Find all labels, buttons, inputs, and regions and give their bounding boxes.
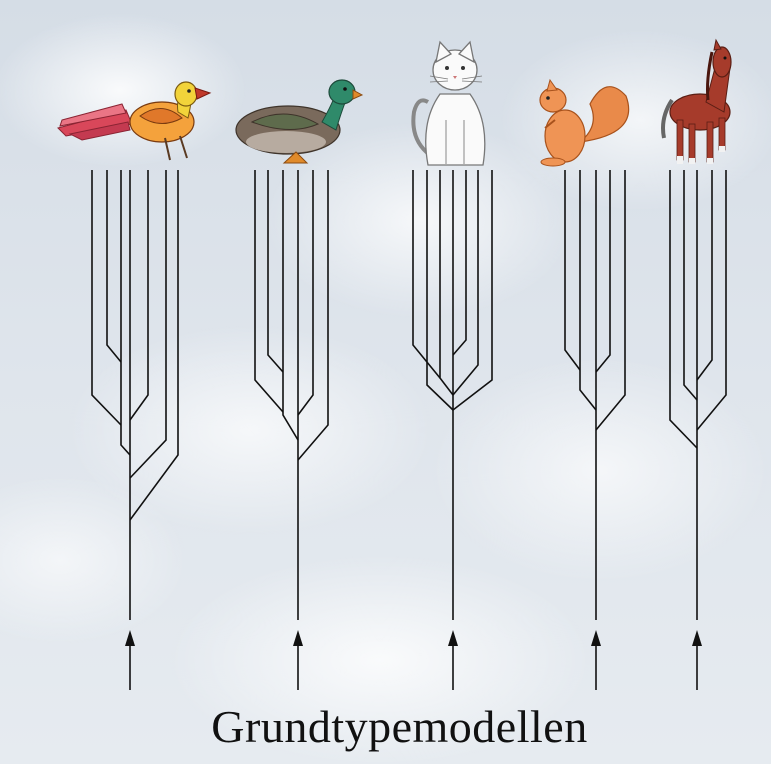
up-arrow [591,630,601,690]
up-arrow [692,630,702,690]
branch-line [298,170,313,415]
branch-line [283,170,298,440]
arrow-head [692,630,702,646]
branch-line [121,170,130,455]
lineage-tree-3 [413,170,492,620]
lineage-tree-2 [255,170,328,620]
branch-line [130,170,178,520]
branch-line [453,170,466,355]
bird-icon [58,82,210,160]
diagram-title: Grundtypemodellen [14,700,771,753]
branch-line [596,170,610,372]
horse-icon [663,40,731,164]
arrow-head [293,630,303,646]
branch-line [107,170,121,362]
branch-line [580,170,596,410]
lineage-tree-4 [565,170,625,620]
branch-line [268,170,283,372]
arrow-head [125,630,135,646]
up-arrow [125,630,135,690]
arrow-head [591,630,601,646]
lineage-tree-5 [670,170,726,620]
up-arrow [293,630,303,690]
squirrel-icon [540,80,629,166]
arrows [125,630,702,690]
duck-icon [236,80,362,163]
cat-icon [413,42,484,165]
branch-line [255,170,283,412]
lineage-tree-1 [92,170,178,620]
lineage-trees [92,170,726,620]
branch-line [130,170,148,420]
branch-line [453,170,492,410]
branch-line [697,170,712,380]
up-arrow [448,630,458,690]
branch-line [684,170,697,400]
branch-line [565,170,580,370]
arrow-head [448,630,458,646]
branch-line [440,170,453,395]
